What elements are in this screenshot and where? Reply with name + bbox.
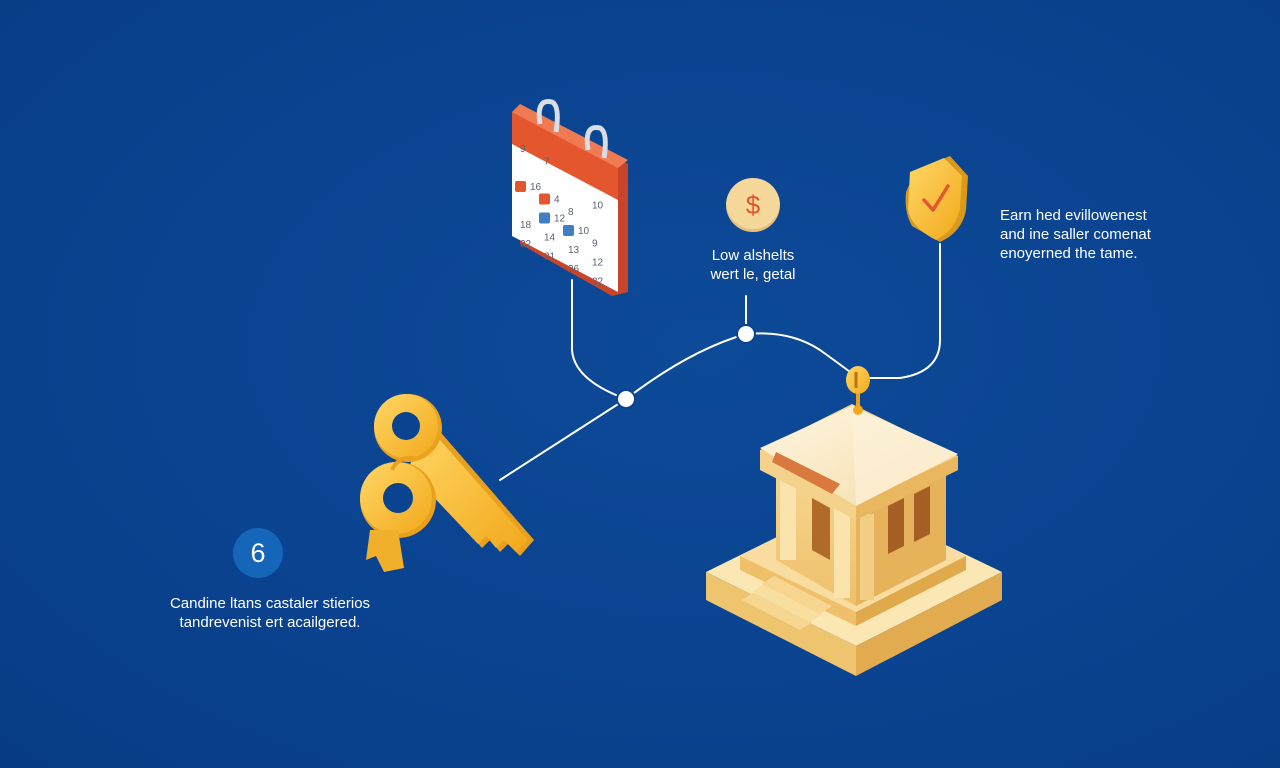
- connector-node-2: [736, 324, 756, 344]
- keys-icon: [360, 394, 534, 572]
- label-middle-line-1: Low alshelts: [711, 247, 795, 264]
- label-middle: Low alshelts wert le, getal: [668, 246, 838, 284]
- calendar-day-number: 10: [592, 201, 604, 212]
- calendar-day-number: 22: [592, 277, 604, 288]
- step-number-badge: 6: [233, 528, 283, 578]
- connector-main: [499, 332, 859, 481]
- label-right: Earn hed evillowenest and ine saller com…: [1000, 206, 1151, 263]
- calendar-day-number: 14: [544, 233, 556, 244]
- label-right-line-3: enoyerned the tame.: [1000, 245, 1138, 262]
- calendar-day-number: 9: [520, 144, 526, 155]
- calendar-day-number: 10: [578, 226, 590, 237]
- label-left-line-2: tandrevenist ert acailgered.: [179, 614, 361, 631]
- calendar-highlight-cell: [563, 225, 574, 236]
- calendar-day-number: 13: [568, 245, 580, 256]
- connector-calendar: [571, 279, 627, 400]
- calendar-highlight-cell: [539, 212, 550, 224]
- calendar-day-number: 21: [544, 252, 556, 263]
- calendar-day-number: 18: [520, 220, 532, 231]
- calendar-day-number: 4: [554, 195, 560, 206]
- label-right-line-2: and ine saller comenat: [1000, 226, 1151, 243]
- label-left-line-1: Candine ltans castaler stierios: [169, 595, 371, 612]
- shield-check-icon: [905, 156, 968, 242]
- calendar-day-number: 7: [544, 157, 550, 168]
- calendar-day-number: 26: [568, 264, 580, 275]
- label-left: Candine ltans castaler stierios tandreve…: [140, 594, 400, 632]
- connector-node-1: [616, 389, 636, 409]
- calendar-day-number: 9: [592, 239, 598, 250]
- calendar-day-number: 12: [592, 258, 604, 269]
- connector-shield: [857, 243, 941, 379]
- calendar-day-number: 16: [530, 182, 542, 193]
- calendar-highlight-cell: [515, 181, 526, 192]
- dollar-coin-icon: $: [726, 178, 780, 232]
- connector-lines: [499, 243, 941, 481]
- bank-building-icon: [706, 366, 1002, 676]
- label-right-line-1: Earn hed evillowenest: [1000, 207, 1147, 224]
- calendar-highlight-cell: [539, 193, 550, 205]
- calendar-day-number: 22: [520, 239, 532, 250]
- label-middle-line-2: wert le, getal: [710, 266, 796, 283]
- calendar-day-number: 12: [554, 214, 566, 225]
- calendar-day-number: 8: [568, 207, 574, 218]
